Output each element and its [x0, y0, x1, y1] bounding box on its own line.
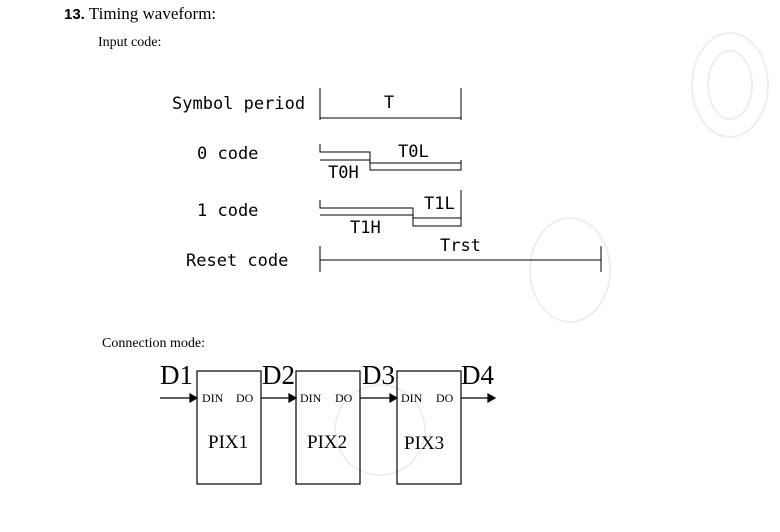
pix3-do: DO [436, 391, 454, 405]
zero-code-waveform [319, 144, 462, 171]
pix3-label: PIX3 [404, 433, 445, 454]
pix2-do: DO [335, 391, 353, 405]
zero-code-label: 0 code [197, 144, 259, 164]
section-heading: 13. Timing waveform: [64, 4, 216, 24]
watermark-circle [691, 32, 769, 138]
signal-d4: D4 [461, 360, 494, 390]
d3-arrowhead [389, 392, 399, 404]
one-code-label: 1 code [197, 201, 259, 221]
t-label: T [384, 93, 395, 113]
symbol-period-label: Symbol period [172, 94, 306, 114]
watermark-circle [334, 384, 426, 476]
section-title: Timing waveform: [88, 4, 217, 23]
input-code-label: Input code: [98, 35, 162, 50]
pix1-din: DIN [202, 391, 224, 405]
d1-arrowhead [189, 392, 199, 404]
d2-arrowhead [288, 392, 298, 404]
pix1-label: PIX1 [208, 432, 249, 453]
pix2-label: PIX2 [307, 432, 348, 453]
t1l-label: T1L [424, 194, 455, 214]
d4-arrowhead [487, 392, 497, 404]
signal-d3: D3 [362, 360, 395, 390]
reset-code-label: Reset code [186, 251, 289, 271]
section-number: 13. [64, 6, 85, 23]
watermark-circle [707, 50, 753, 120]
pix2-box [295, 370, 361, 485]
pix1-do: DO [236, 391, 254, 405]
t1h-label: T1H [350, 218, 381, 238]
one-code-waveform [319, 190, 462, 227]
t0h-label: T0H [328, 163, 359, 183]
pix3-din: DIN [401, 391, 423, 405]
t0l-label: T0L [398, 142, 429, 162]
trst-label: Trst [440, 236, 481, 256]
connection-mode-label: Connection mode: [102, 336, 206, 351]
pix3-box [396, 370, 462, 485]
signal-d1: D1 [160, 360, 193, 390]
pix1-box [196, 370, 262, 485]
pix2-din: DIN [300, 391, 322, 405]
watermark-circle [529, 217, 611, 323]
signal-d2: D2 [262, 360, 295, 390]
